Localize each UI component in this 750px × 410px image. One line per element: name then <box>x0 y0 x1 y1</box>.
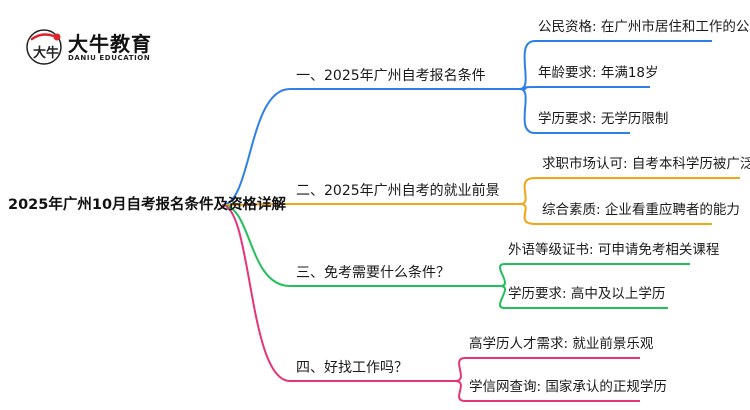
connector-b1-leaf-3 <box>519 88 630 134</box>
branch-3-leaf-1: 外语等级证书: 可申请免考相关课程 <box>508 242 720 258</box>
branch-2-label: 二、2025年广州自考的就业前景 <box>296 183 500 199</box>
connector-root-branch-1 <box>221 88 520 206</box>
brand-logo: 大牛 大牛教育 DANIU EDUCATION <box>24 26 174 68</box>
branch-4-label: 四、好找工作吗？ <box>296 360 408 376</box>
connector-root-branch-3 <box>221 204 500 287</box>
branch-3-leaf-2: 学历要求: 高中及以上学历 <box>508 286 666 302</box>
branch-1-leaf-1: 公民资格: 在广州市居住和工作的公民 <box>538 19 750 35</box>
connector-b4-leaf-1 <box>454 357 640 382</box>
mindmap-root: 2025年广州10月自考报名条件及资格详解 <box>8 197 287 213</box>
connector-root-branch-2 <box>221 203 520 206</box>
branch-4-leaf-1: 高学历人才需求: 就业前景乐观 <box>469 336 654 352</box>
branch-2-leaf-2: 综合素质: 企业看重应聘者的能力 <box>542 202 740 218</box>
connector-b3-leaf-2 <box>499 285 668 309</box>
branch-4-leaf-2: 学信网查询: 国家承认的正规学历 <box>469 379 667 395</box>
connector-root-branch-4 <box>221 204 455 382</box>
connector-b1-leaf-2 <box>519 86 650 90</box>
branch-1-label: 一、2025年广州自考报名条件 <box>296 68 486 84</box>
branch-3-label: 三、免考需要什么条件？ <box>296 265 450 281</box>
connector-b2-leaf-2 <box>519 203 712 225</box>
branch-1-leaf-3: 学历要求: 无学历限制 <box>538 111 669 127</box>
branch-2-leaf-1: 求职市场认可: 自考本科学历被广泛认可 <box>542 156 750 172</box>
logo-mark-text: 大牛 <box>33 45 59 61</box>
branch-1-leaf-2: 年龄要求: 年满18岁 <box>538 65 659 81</box>
connector-b4-leaf-2 <box>454 380 640 402</box>
connector-b3-leaf-1 <box>499 263 690 287</box>
brand-subtitle: DANIU EDUCATION <box>68 54 151 62</box>
brand-name: 大牛教育 <box>68 32 152 56</box>
connector-b2-leaf-1 <box>519 177 740 205</box>
daniu-logo-icon: 大牛 <box>26 29 62 65</box>
